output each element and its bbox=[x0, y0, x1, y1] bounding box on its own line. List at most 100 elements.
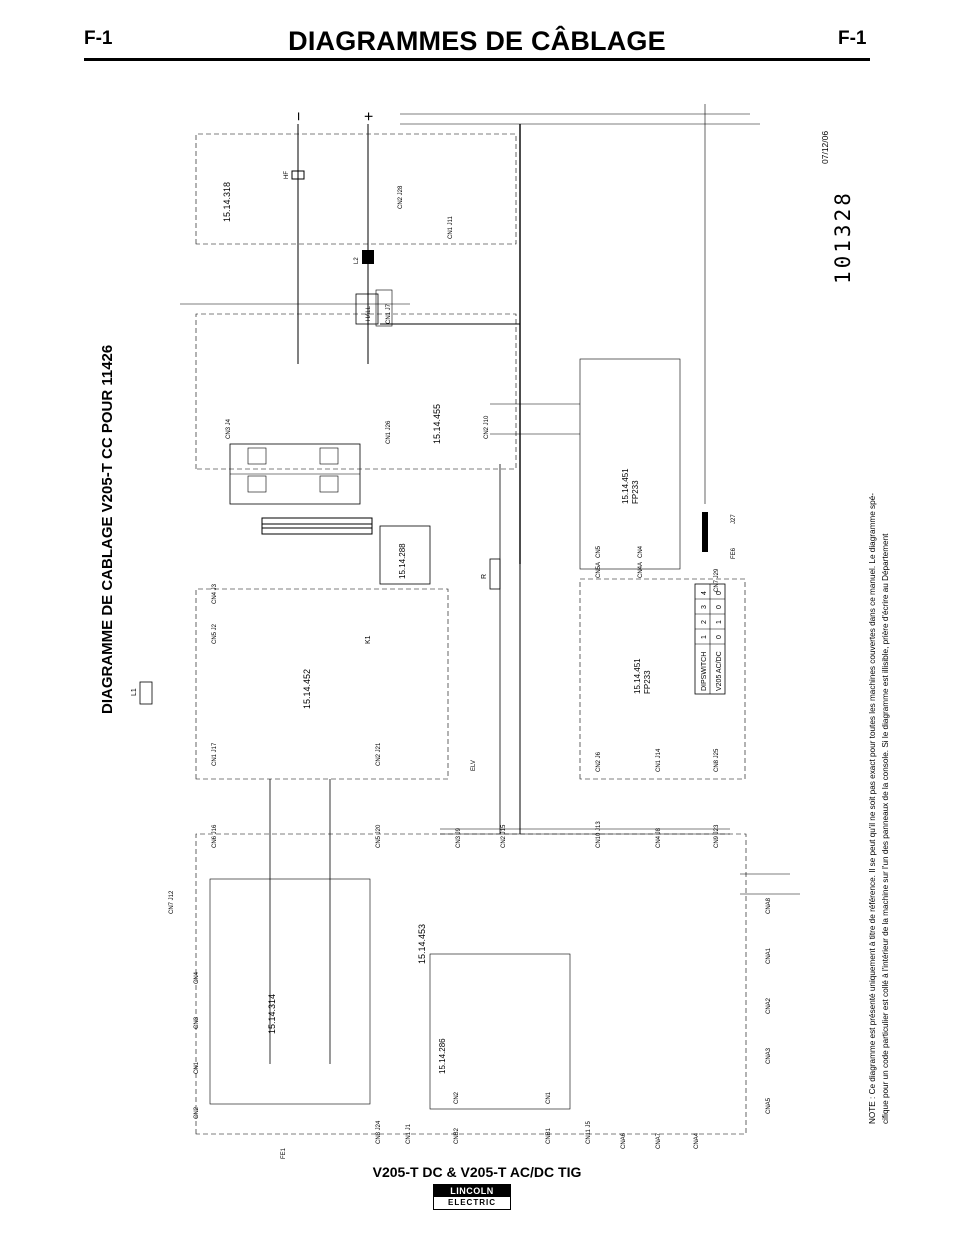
label-board-453: 15.14.453 bbox=[417, 924, 427, 964]
conn-cn6-j16: CN6 J16 bbox=[212, 824, 218, 848]
board-15-14-318: 15.14.318 CN2 J28 CN1 J11 bbox=[195, 133, 517, 245]
label-l1: L1 bbox=[131, 688, 138, 696]
dip-row-0: V205 AC/DC bbox=[716, 651, 723, 691]
dip-header-2: 2 bbox=[701, 620, 708, 624]
page-title: DIAGRAMMES DE CÂBLAGE bbox=[288, 26, 666, 56]
conn-cn4-j8: CN4 J8 bbox=[656, 827, 662, 848]
misc-components: R ELV FE6 J27 bbox=[471, 104, 737, 771]
conn-cna2: CNA2 bbox=[766, 997, 772, 1014]
label-l2: L2 bbox=[354, 257, 360, 264]
transformer bbox=[261, 517, 373, 535]
label-board-318: 15.14.318 bbox=[222, 182, 232, 222]
conn-cn2-j28: CN2 J28 bbox=[398, 185, 404, 209]
conn-cn5-j2: CN5 J2 bbox=[212, 623, 218, 644]
label-fe1: FE1 bbox=[281, 1147, 287, 1159]
conn-cn3-left: CN3 bbox=[194, 1016, 200, 1029]
dip-row-2: 1 bbox=[716, 620, 723, 624]
label-board-451a: 15.14.451 bbox=[621, 468, 630, 504]
wiring-diagram: DIAGRAMME DE CABLAGE V205-T CC POUR 1142… bbox=[99, 104, 890, 1159]
label-r: R bbox=[481, 574, 488, 579]
conn-cn8-j25: CN8 J25 bbox=[714, 748, 720, 772]
conn-cn4-j3: CN4 J3 bbox=[212, 583, 218, 604]
conn-cn11-j5: CN11 J5 bbox=[586, 1120, 592, 1144]
board-15-14-455: 15.14.455 CN1 J26 CN3 J4 CN2 J10 bbox=[195, 313, 517, 505]
label-k1: K1 bbox=[365, 635, 372, 644]
drawing-date: 07/12/06 bbox=[820, 131, 830, 164]
note-line-2: cifique pour un code particulier est col… bbox=[881, 533, 890, 1124]
logo-top-text: LINCOLN bbox=[434, 1185, 510, 1197]
dip-header-0: DIPSWITCH bbox=[701, 652, 708, 691]
conn-cn1-j14: CN1 J14 bbox=[656, 748, 662, 772]
mains-input: CN8 J24 CN1 J1 CN11 J5 FE1 PE M M bbox=[281, 1120, 592, 1159]
title-rule bbox=[84, 58, 870, 61]
dip-row-4: 0 bbox=[716, 591, 723, 595]
conn-cn1-j7: CN1 J7 bbox=[386, 303, 392, 324]
dip-switch-table: DIPSWITCH 1 2 3 4 V205 AC/DC 0 1 0 0 bbox=[694, 583, 726, 695]
conn-cn5a: CN5A bbox=[596, 562, 602, 578]
terminal-negative: − bbox=[291, 112, 308, 121]
conn-cn2-j10: CN2 J10 bbox=[484, 415, 490, 439]
conn-cn2-j6: CN2 J6 bbox=[596, 751, 602, 772]
board-15-14-453: 15.14.453 CN7 J12 bbox=[169, 833, 747, 1135]
conn-cn2-j15: CN2 J15 bbox=[501, 824, 507, 848]
diagram-subtitle: DIAGRAMME DE CABLAGE V205-T CC POUR 1142… bbox=[99, 345, 116, 714]
label-board-286: 15.14.286 bbox=[438, 1038, 447, 1074]
conn-cn3-j9: CN3 J9 bbox=[456, 827, 462, 848]
drawing-number: 101328 bbox=[831, 190, 855, 284]
dip-header-3: 3 bbox=[701, 605, 708, 609]
conn-cna6: CNA6 bbox=[621, 1132, 627, 1149]
conn-cn8-j24: CN8 J24 bbox=[376, 1120, 382, 1144]
page-code-right: F-1 bbox=[838, 28, 867, 49]
board-15-14-286: 15.14.286 CN2 CN1 CNB2 CNB1 bbox=[429, 953, 571, 1144]
hall-sensor: HALL CN1 J7 bbox=[355, 289, 393, 327]
conn-cn9-j23: CN9 J23 bbox=[714, 824, 720, 848]
dip-row-1: 0 bbox=[716, 635, 723, 639]
board-15-14-288: 15.14.288 bbox=[379, 525, 431, 585]
interboard-connectors: CN6 J16 CN5 J20 CN3 J9 CN2 J15 CN10 J13 … bbox=[212, 821, 730, 848]
conn-cn5: CN5 bbox=[596, 545, 602, 558]
dip-header-1: 1 bbox=[701, 635, 708, 639]
page-code-left: F-1 bbox=[84, 28, 113, 49]
label-hall: HALL bbox=[366, 305, 372, 321]
label-hf: HF bbox=[284, 171, 290, 179]
logo-bottom-text: ELECTRIC bbox=[448, 1198, 496, 1207]
cna-connectors: CNA6 CNA7 CNA4 CNA8 CNA1 CNA2 CNA3 CNA5 bbox=[621, 897, 772, 1149]
conn-cn7-j29: CN7 J29 bbox=[714, 568, 720, 592]
label-fp233b: FP233 bbox=[643, 670, 652, 694]
label-board-288: 15.14.288 bbox=[398, 543, 407, 579]
board-15-14-451-a: 15.14.451 FP233 CN5 CN5A CN4 CN4A bbox=[579, 358, 681, 578]
label-board-314: 15.14.314 bbox=[267, 994, 277, 1034]
conn-cnb1: CNB1 bbox=[546, 1127, 552, 1144]
conn-cn3-j4: CN3 J4 bbox=[226, 418, 232, 439]
conn-cn1-j1: CN1 J1 bbox=[406, 1123, 412, 1144]
conn-cn10-j13: CN10 J13 bbox=[596, 821, 602, 848]
conn-cn2-b: CN2 bbox=[454, 1091, 460, 1104]
label-board-452: 15.14.452 bbox=[302, 669, 312, 709]
conn-cn1-j17: CN1 J17 bbox=[212, 742, 218, 766]
board-15-14-452: 15.14.452 K1 CN1 J17 CN2 J21 CN4 J3 CN5 … bbox=[131, 583, 449, 1064]
conn-cn5-j20: CN5 J20 bbox=[376, 824, 382, 848]
conn-cna1: CNA1 bbox=[766, 947, 772, 964]
conn-cn2-j21: CN2 J21 bbox=[376, 742, 382, 766]
conn-cn1-left: CN1 bbox=[194, 1061, 200, 1074]
board-15-14-451-b: 15.14.451 FP233 CN2 J6 CN1 J14 CN8 J25 C… bbox=[579, 568, 746, 780]
footer-model: V205-T DC & V205-T AC/DC TIG bbox=[372, 1164, 582, 1180]
label-j27: J27 bbox=[731, 514, 737, 524]
label-fe6: FE6 bbox=[731, 547, 737, 559]
lincoln-electric-logo: LINCOLN ELECTRIC bbox=[433, 1184, 511, 1210]
conn-cn1-j11: CN1 J11 bbox=[448, 215, 454, 239]
label-board-451b: 15.14.451 bbox=[633, 658, 642, 694]
conn-cn4: CN4 bbox=[638, 545, 644, 558]
label-elv: ELV bbox=[471, 760, 477, 771]
conn-cn7-j12: CN7 J12 bbox=[169, 890, 175, 914]
output-terminals: − + HF L2 bbox=[284, 112, 378, 364]
conn-cna4: CNA4 bbox=[694, 1132, 700, 1149]
dip-header-4: 4 bbox=[701, 591, 708, 595]
conn-cn1-j26: CN1 J26 bbox=[386, 420, 392, 444]
conn-cn4-left: CN4 bbox=[194, 971, 200, 984]
terminal-positive: + bbox=[361, 112, 378, 121]
conn-cnb2: CNB2 bbox=[454, 1127, 460, 1144]
label-board-455: 15.14.455 bbox=[432, 404, 442, 444]
conn-cna7: CNA7 bbox=[656, 1132, 662, 1149]
conn-cna8: CNA8 bbox=[766, 897, 772, 914]
